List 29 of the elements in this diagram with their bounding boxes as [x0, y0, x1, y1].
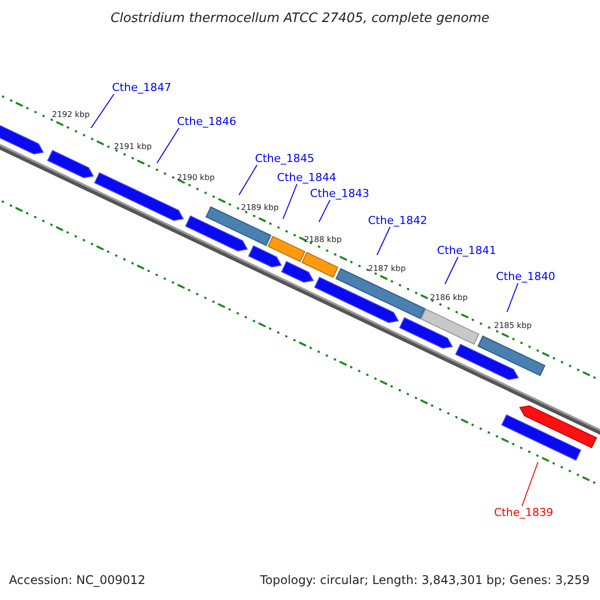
scale-label: 2186 kbp — [430, 294, 468, 302]
leader-line — [156, 128, 180, 164]
diagram-title: Clostridium thermocellum ATCC 27405, complete genome — [110, 12, 490, 25]
gene-label: Cthe_1844 — [277, 172, 336, 183]
leader-line — [506, 282, 518, 312]
scale-label: 2190 kbp — [177, 174, 215, 182]
scale-label: 2192 kbp — [52, 111, 90, 119]
gene-label: Cthe_1843 — [310, 188, 370, 199]
leader-line — [238, 164, 258, 196]
scale-label: 2191 kbp — [114, 143, 152, 151]
gene-label: Cthe_1841 — [437, 245, 496, 256]
leader-line — [522, 462, 538, 506]
scale-label: 2189 kbp — [241, 204, 279, 212]
gene-label: Cthe_1846 — [177, 116, 236, 127]
footer-text: Topology: circular; Length: 3,843,301 bp; Genes: 3,259 — [260, 574, 590, 586]
gene-label: Cthe_1839 — [494, 507, 554, 518]
leader-line — [90, 94, 114, 128]
leader-line — [444, 256, 458, 284]
footer-text: Accession: NC_009012 — [9, 574, 146, 586]
gene-label: Cthe_1845 — [255, 153, 314, 164]
scale-label: 2187 kbp — [368, 265, 406, 273]
gene-label: Cthe_1842 — [368, 215, 428, 226]
scale-label: 2185 kbp — [494, 322, 532, 330]
scale-label: 2188 kbp — [304, 236, 342, 244]
leader-line — [282, 184, 298, 220]
leader-line — [376, 226, 390, 256]
leader-line — [318, 200, 330, 222]
gene-label: Cthe_1840 — [496, 271, 556, 282]
gene-label: Cthe_1847 — [112, 82, 172, 93]
